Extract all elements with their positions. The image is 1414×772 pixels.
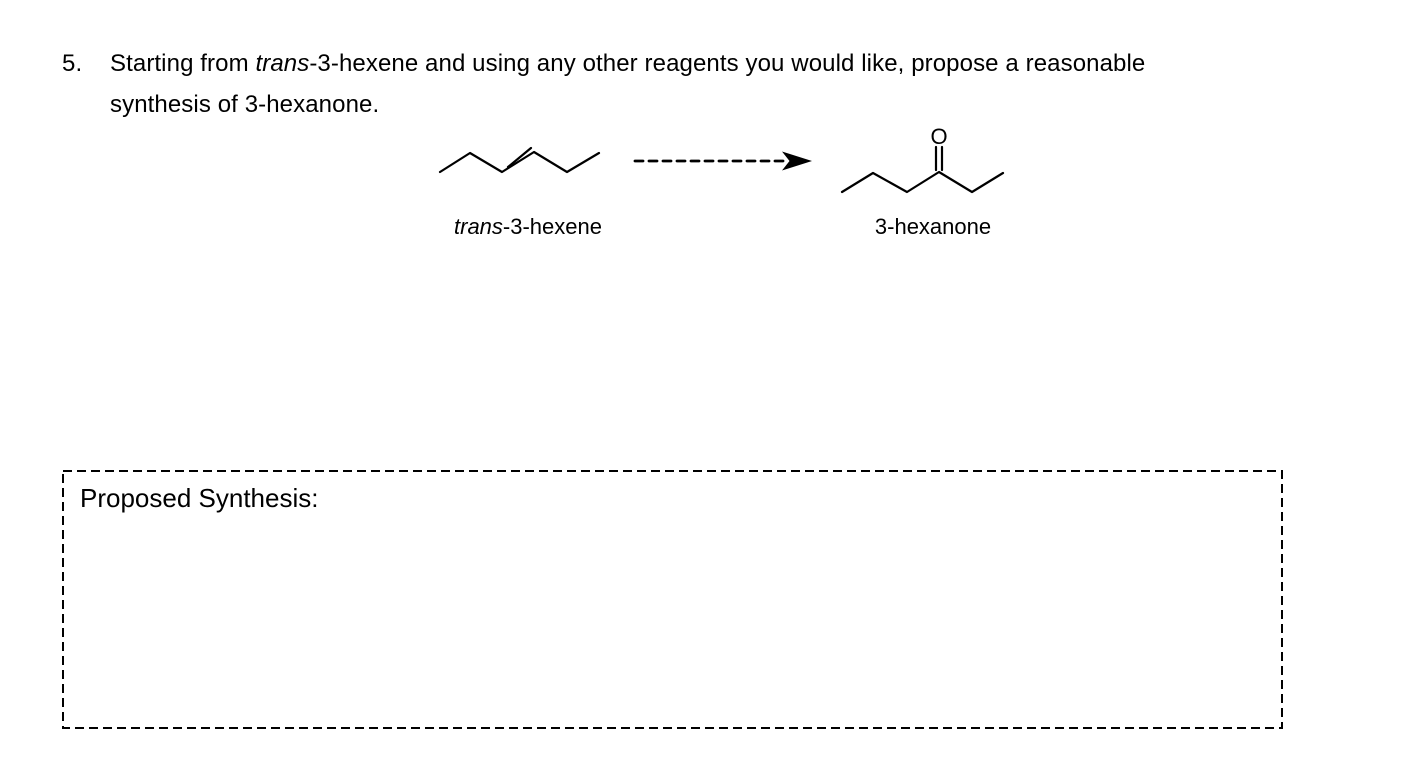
reaction-arrow-icon — [633, 151, 812, 171]
answer-box-dashed-border — [62, 470, 1283, 729]
reactant-label: trans-3-hexene — [430, 214, 626, 240]
problem-line1-post: -3-hexene and using any other reagents y… — [309, 50, 1146, 77]
reactant-label-italic: trans — [454, 214, 503, 239]
proposed-synthesis-answer-box[interactable]: Proposed Synthesis: — [62, 470, 1283, 729]
product-label: 3-hexanone — [874, 214, 992, 239]
problem-number: 5. — [62, 50, 83, 77]
problem-text-line1: Starting from trans-3-hexene and using a… — [110, 43, 1270, 84]
trans-3-hexene-double-bond — [506, 146, 533, 169]
reactant-label-rest: -3-hexene — [502, 214, 602, 239]
trans-3-hexene-structure — [438, 146, 601, 174]
reaction-arrow-head — [782, 151, 812, 171]
problem-text: Starting from trans-3-hexene and using a… — [110, 43, 1270, 125]
problem-text-line2: synthesis of 3-hexanone. — [110, 91, 380, 118]
problem-line1-italic: trans — [255, 50, 310, 77]
answer-box-label: Proposed Synthesis: — [80, 483, 319, 513]
problem-5: 5. Starting from trans-3-hexene and usin… — [62, 43, 1270, 125]
3-hexanone-chain-bond — [840, 170, 1005, 194]
3-hexanone-structure: O — [840, 125, 1005, 194]
problem-line1-pre: Starting from — [110, 50, 256, 77]
trans-3-hexene-chain-bond — [438, 150, 601, 174]
carbonyl-oxygen-atom: O — [930, 125, 947, 149]
